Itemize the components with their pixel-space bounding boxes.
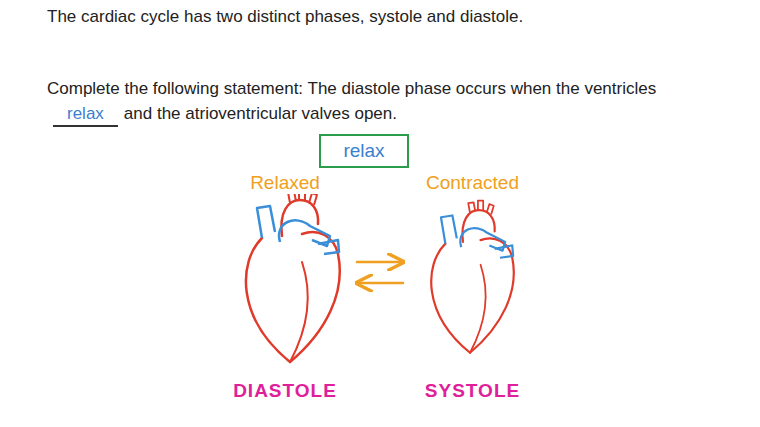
answer-box: relax — [319, 134, 408, 168]
relaxed-heart — [246, 189, 340, 362]
state-label: Contracted — [422, 172, 523, 194]
question-text: Complete the following statement: The di… — [47, 76, 737, 127]
question-sentence: Complete the following statement: The di… — [47, 79, 656, 98]
answer-word: relax — [343, 140, 384, 162]
intro-text: The cardiac cycle has two distinct phase… — [47, 4, 737, 29]
state-label: Relaxed — [246, 172, 324, 194]
cycle-arrow — [357, 261, 403, 264]
contracted-heart — [431, 201, 514, 353]
heart-panel: RelaxedDIASTOLE — [215, 172, 355, 402]
heart-panel: ContractedSYSTOLE — [405, 172, 540, 402]
question-sentence: and the atrioventricular valves open. — [124, 104, 397, 123]
phase-label: DIASTOLE — [229, 380, 341, 402]
phase-label: SYSTOLE — [421, 380, 524, 402]
answer-blank: relax — [53, 103, 118, 127]
cycle-arrow — [357, 282, 403, 285]
intro-sentence: The cardiac cycle has two distinct phase… — [47, 7, 523, 26]
